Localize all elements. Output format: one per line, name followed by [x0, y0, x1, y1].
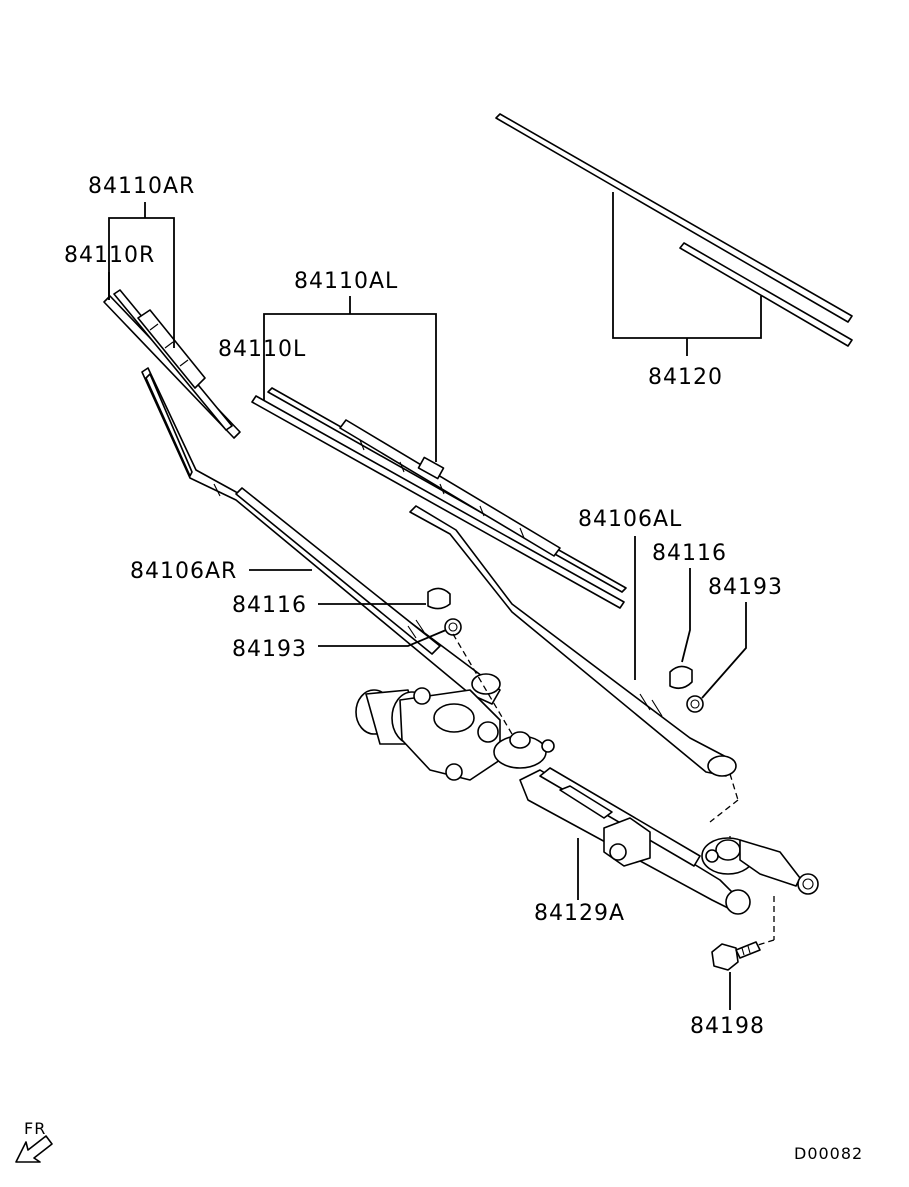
- bolt-84198: [711, 941, 761, 1010]
- callout-84110AR: 84110AR: [88, 174, 195, 199]
- left-wiper-arm: [409, 505, 737, 777]
- callout-84110AL: 84110AL: [294, 269, 398, 294]
- drawing-code: D00082: [794, 1144, 863, 1163]
- front-orientation-arrow-icon: [15, 1135, 53, 1163]
- right-wiper-arm: [141, 367, 501, 705]
- callout-84120: 84120: [648, 365, 723, 390]
- leader-84120: [612, 192, 762, 356]
- left-wiper-blade: [251, 387, 627, 609]
- callout-84106AL: 84106AL: [578, 507, 682, 532]
- leader-84110L-84110AL: [263, 296, 437, 462]
- wiper-motor-linkage: [355, 687, 819, 915]
- callout-84198: 84198: [690, 1014, 765, 1039]
- nut-84193-right: [686, 602, 747, 713]
- callout-84193-right: 84193: [708, 575, 783, 600]
- callout-84110L: 84110L: [218, 337, 306, 362]
- callout-84129A: 84129A: [534, 901, 625, 926]
- cap-84116-left: [318, 587, 451, 610]
- callout-84106AR: 84106AR: [130, 559, 237, 584]
- cap-84116-right: [669, 568, 693, 690]
- callout-84110R: 84110R: [64, 243, 155, 268]
- front-orientation-label: FR: [24, 1119, 46, 1138]
- leader-84110R-84110AR: [108, 202, 175, 348]
- callout-84193-left: 84193: [232, 637, 307, 662]
- callout-84116-left: 84116: [232, 593, 307, 618]
- nut-84193-left: [318, 618, 462, 647]
- blade-refill-strips: [495, 113, 853, 347]
- right-wiper-blade: [103, 289, 241, 439]
- callout-84116-right: 84116: [652, 541, 727, 566]
